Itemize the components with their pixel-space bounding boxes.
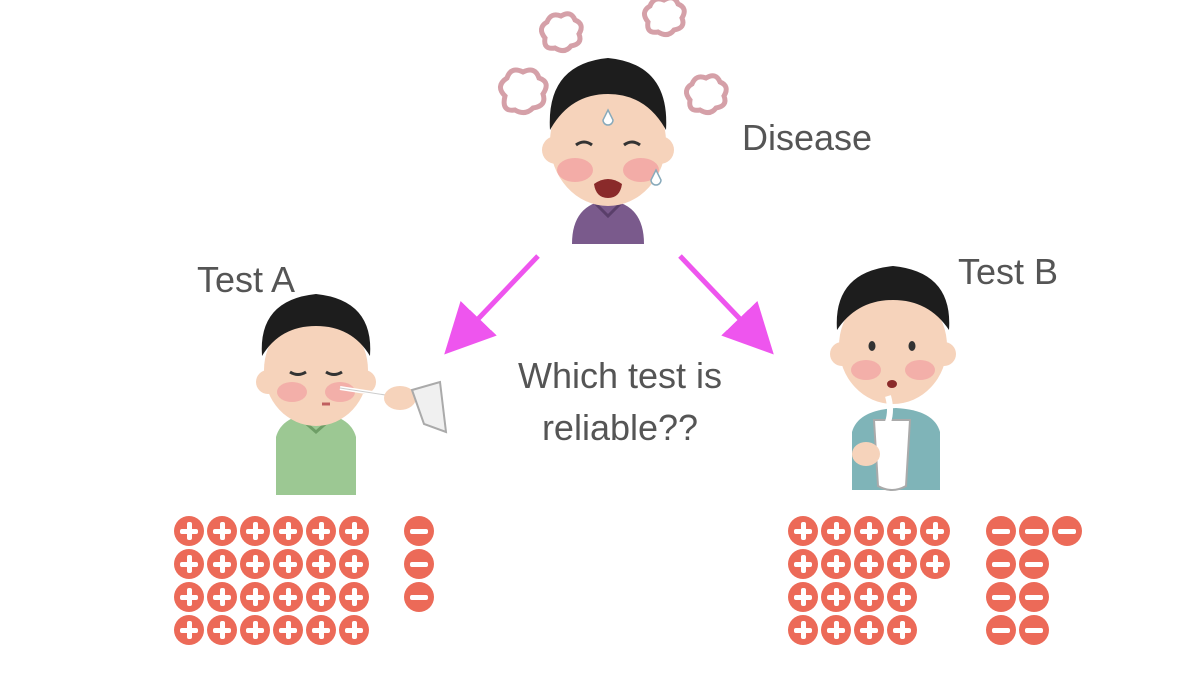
plus-circle-icon xyxy=(339,582,369,612)
question-text: Which test is reliable?? xyxy=(470,350,770,454)
plus-circle-icon xyxy=(887,615,917,645)
plus-circle-icon xyxy=(240,549,270,579)
plus-circle-icon xyxy=(788,516,818,546)
plus-circle-icon xyxy=(306,516,336,546)
plus-circle-icon xyxy=(821,615,851,645)
minus-circle-icon xyxy=(1019,582,1049,612)
plus-circle-icon xyxy=(273,582,303,612)
plus-circle-icon xyxy=(788,615,818,645)
plus-circle-icon xyxy=(306,582,336,612)
plus-circle-icon xyxy=(174,615,204,645)
saliva-test-person-icon xyxy=(830,266,956,491)
plus-circle-icon xyxy=(920,516,950,546)
plus-circle-icon xyxy=(207,516,237,546)
nasal-swab-person-icon xyxy=(256,294,448,495)
plus-circle-icon xyxy=(306,549,336,579)
question-line-1: Which test is xyxy=(517,355,723,396)
plus-circle-icon xyxy=(207,582,237,612)
plus-circle-icon xyxy=(207,615,237,645)
plus-circle-icon xyxy=(174,582,204,612)
plus-circle-icon xyxy=(854,549,884,579)
plus-circle-icon xyxy=(788,582,818,612)
minus-circle-icon xyxy=(986,516,1016,546)
plus-circle-icon xyxy=(887,549,917,579)
minus-circle-icon xyxy=(404,549,434,579)
plus-circle-icon xyxy=(339,516,369,546)
minus-circle-icon xyxy=(1019,516,1049,546)
plus-circle-icon xyxy=(920,549,950,579)
sick-person-icon xyxy=(542,58,674,244)
test-a-label: Test A xyxy=(197,259,296,300)
minus-circle-icon xyxy=(986,582,1016,612)
plus-circle-icon xyxy=(854,516,884,546)
plus-circle-icon xyxy=(240,582,270,612)
plus-circle-icon xyxy=(273,549,303,579)
arrow-to-test-a xyxy=(444,254,540,355)
plus-circle-icon xyxy=(788,549,818,579)
plus-circle-icon xyxy=(273,615,303,645)
steam-puffs-icon xyxy=(498,0,729,116)
plus-circle-icon xyxy=(174,549,204,579)
plus-circle-icon xyxy=(821,582,851,612)
plus-circle-icon xyxy=(339,615,369,645)
minus-circle-icon xyxy=(404,516,434,546)
plus-circle-icon xyxy=(273,516,303,546)
plus-circle-icon xyxy=(854,615,884,645)
question-line-2: reliable?? xyxy=(541,407,699,448)
plus-circle-icon xyxy=(821,516,851,546)
arrow-to-test-b xyxy=(678,254,774,355)
minus-circle-icon xyxy=(1019,549,1049,579)
plus-circle-icon xyxy=(240,615,270,645)
test-b-label: Test B xyxy=(958,251,1059,292)
minus-circle-icon xyxy=(404,582,434,612)
plus-circle-icon xyxy=(174,516,204,546)
minus-circle-icon xyxy=(986,549,1016,579)
plus-circle-icon xyxy=(821,549,851,579)
plus-circle-icon xyxy=(306,615,336,645)
minus-circle-icon xyxy=(986,615,1016,645)
minus-circle-icon xyxy=(1052,516,1082,546)
plus-circle-icon xyxy=(887,582,917,612)
plus-circle-icon xyxy=(887,516,917,546)
plus-circle-icon xyxy=(240,516,270,546)
minus-circle-icon xyxy=(1019,615,1049,645)
disease-label: Disease xyxy=(742,117,873,158)
plus-circle-icon xyxy=(339,549,369,579)
plus-circle-icon xyxy=(854,582,884,612)
plus-circle-icon xyxy=(207,549,237,579)
